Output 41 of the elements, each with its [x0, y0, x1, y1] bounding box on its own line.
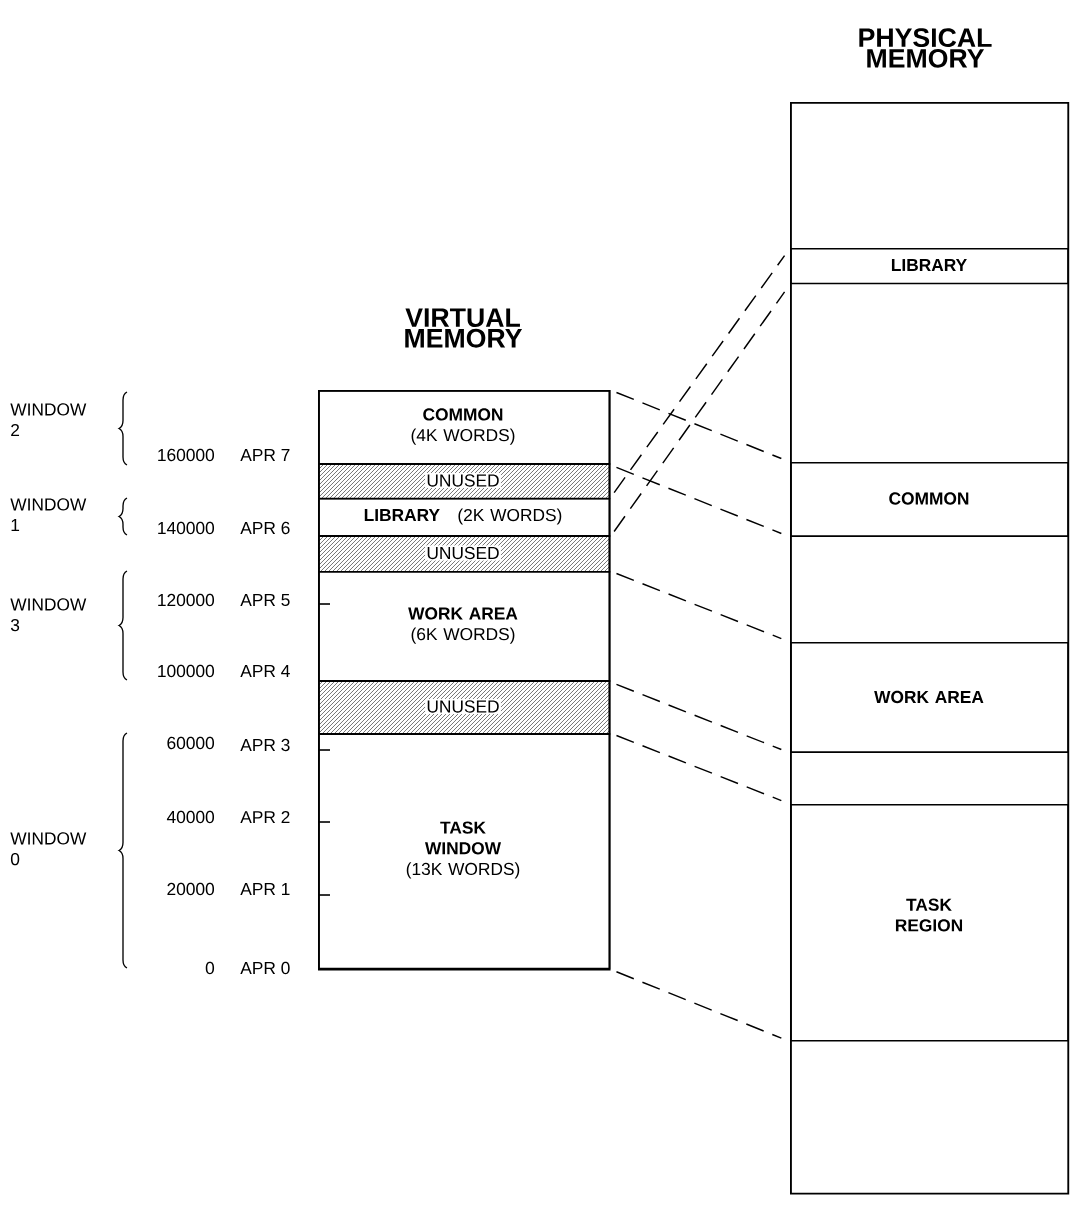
node-label: VIRTUAL MEMORY: [405, 308, 523, 348]
memory-segment: WORK AREA (6K WORDS): [318, 571, 611, 682]
mapping-line: [615, 971, 783, 1039]
address-label: 160000: [158, 448, 215, 462]
window-label: WINDOW 1: [10, 498, 87, 532]
window-label: WINDOW 3: [10, 598, 87, 632]
mapping-line: [615, 683, 783, 751]
mapping-line: [615, 572, 783, 640]
register-label: APR 5: [240, 593, 290, 607]
address-label: 40000: [166, 810, 215, 824]
window-label: WINDOW 2: [10, 403, 87, 437]
register-label: APR 4: [240, 665, 290, 677]
unused-segment: UNUSED: [318, 535, 611, 573]
address-label: 0: [205, 961, 215, 975]
address-label: 20000: [167, 882, 215, 896]
address-label: 100000: [158, 664, 215, 678]
memory-segment: LIBRARY: [790, 248, 1069, 285]
register-label: APR 3: [240, 738, 290, 752]
register-label: APR 2: [240, 810, 290, 824]
window-label: WINDOW 0: [10, 832, 87, 866]
register-label: APR 7: [240, 449, 290, 461]
memory-segment: COMMON: [790, 462, 1069, 537]
unused-segment: UNUSED: [318, 463, 611, 500]
memory-segment: COMMON (4K WORDS): [318, 390, 611, 465]
register-label: APR 1: [240, 883, 290, 895]
address-label: 140000: [158, 521, 215, 535]
memory-segment: WORK AREA: [790, 642, 1069, 753]
mapping-line: [615, 466, 783, 535]
address-label: 60000: [167, 736, 215, 750]
node-label: PHYSICAL MEMORY: [859, 28, 992, 68]
mapping-line: [615, 734, 783, 802]
address-label: 120000: [158, 593, 215, 607]
register-label: APR 0: [240, 961, 290, 975]
memory-segment: LIBRARY (2K WORDS): [318, 498, 611, 537]
mapping-line: [613, 254, 786, 494]
mapping-line: [613, 291, 786, 533]
mapping-line: [615, 391, 783, 460]
unused-segment: UNUSED: [318, 680, 611, 735]
register-label: APR 6: [240, 521, 290, 535]
memory-segment: TASK WINDOW (13K WORDS): [318, 733, 611, 970]
memory-segment: TASK REGION: [790, 804, 1069, 1042]
